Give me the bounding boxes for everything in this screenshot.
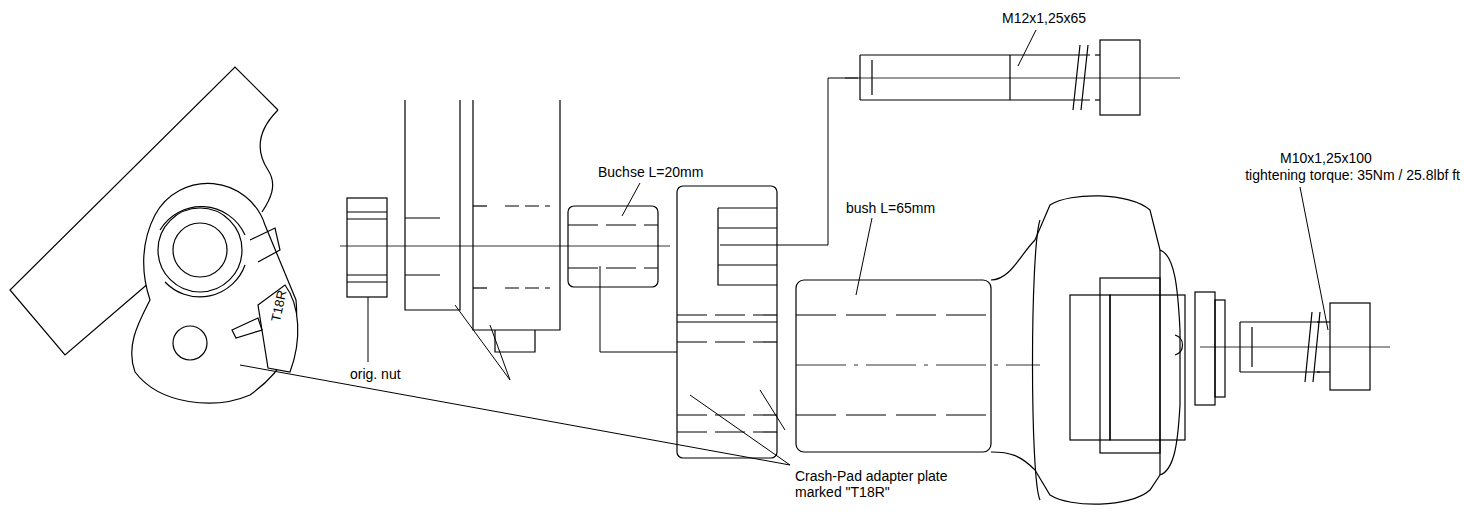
frame-plates-part <box>405 100 460 310</box>
washer-part <box>1215 300 1225 397</box>
frame-plates-part <box>505 287 550 288</box>
bracket-part <box>258 285 298 372</box>
nut-part <box>347 281 387 282</box>
bolt-m12-part <box>1081 45 1088 110</box>
washer-part <box>1195 292 1215 405</box>
leader-lines-part <box>240 365 790 465</box>
adapter-plate <box>600 186 777 458</box>
part-label: M10x1,25x100 <box>1280 150 1372 166</box>
short-bush-part <box>568 267 658 268</box>
part-label: orig. nut <box>350 366 401 382</box>
bolt-m10 <box>1200 303 1390 390</box>
adapter-plate-part <box>677 321 777 322</box>
nut <box>347 198 387 297</box>
long-bush-part <box>796 314 990 315</box>
crash-pad-part <box>1070 295 1110 440</box>
bolt-m10-part <box>1317 371 1330 372</box>
short-bush-part <box>568 224 658 225</box>
bracket-part <box>132 183 297 403</box>
bracket-part <box>260 110 278 212</box>
leader-lines-part <box>368 297 369 362</box>
crash-pad-part <box>1033 220 1041 500</box>
nut-part <box>347 274 387 275</box>
part-label: M12x1,25x65 <box>1002 10 1086 26</box>
crash-pad-part <box>1175 335 1183 355</box>
frame-plates-part <box>405 217 440 218</box>
bracket-part <box>158 208 242 292</box>
adapter-plate-part <box>677 314 777 315</box>
leader-lines-part <box>760 390 785 430</box>
adapter-plate-part <box>677 341 777 342</box>
leader-lines-part <box>622 183 640 216</box>
frame-plates-part <box>473 205 490 206</box>
bracket-part <box>232 318 262 338</box>
bracket-part <box>173 326 207 360</box>
crash-pad-part <box>1110 295 1185 440</box>
bolt-m12-part <box>1100 40 1140 115</box>
frame-plates-part <box>473 287 490 288</box>
bracket <box>10 67 298 403</box>
adapter-plate-part <box>600 266 677 352</box>
bolt-m10-part <box>1317 321 1330 322</box>
adapter-plate-part <box>718 208 777 285</box>
frame-plates <box>405 100 560 352</box>
adapter-plate-part <box>677 186 777 458</box>
center-line <box>340 246 670 247</box>
leader-lines-part <box>856 218 872 295</box>
frame-plates-part <box>473 100 560 330</box>
leader-lines-part <box>1300 187 1328 330</box>
long-bush-part <box>796 280 991 452</box>
adapter-plate-part <box>677 414 777 415</box>
leader-lines-part <box>690 395 790 465</box>
part-label: bush L=65mm <box>846 200 935 216</box>
bolt-m12-part <box>720 78 858 245</box>
leader-lines-part <box>455 305 510 380</box>
frame-plates-part <box>405 274 440 275</box>
adapter-plate-part <box>677 431 777 432</box>
part-label: Buchse L=20mm <box>598 164 703 180</box>
bolt-m10-part <box>1200 347 1390 348</box>
frame-plates-part <box>505 205 550 206</box>
leader-lines-part <box>1018 30 1036 66</box>
leader-lines-part <box>490 325 510 380</box>
bracket-part <box>160 207 245 235</box>
crash-pad-part <box>991 196 1180 504</box>
torque-note: tightening torque: 35Nm / 25.8lbf ft <box>1245 167 1460 183</box>
bolt-m12-part <box>1073 45 1080 110</box>
adapter-plate-part <box>718 227 777 228</box>
long-bush-part <box>796 365 1040 366</box>
bolt-m10-part <box>1330 303 1370 390</box>
bolt-m12 <box>720 40 1180 245</box>
short-bush-part <box>568 206 658 287</box>
frame-plates-part <box>495 330 535 352</box>
part-label: Crash-Pad adapter plate marked "T18R" <box>795 468 975 500</box>
bolt-m12-part <box>860 55 1090 100</box>
bolt-m12-part <box>845 78 1180 79</box>
crash-pad <box>991 196 1185 504</box>
nut-part <box>347 218 387 219</box>
leader-lines <box>240 30 1328 465</box>
bracket-part <box>250 228 280 262</box>
washer <box>1195 292 1225 405</box>
long-bush-part <box>796 414 990 415</box>
nut-part <box>347 211 387 212</box>
bolt-m12-part <box>1095 54 1100 55</box>
bolt-m12-part <box>871 60 872 95</box>
bolt-m12-part <box>1009 55 1010 100</box>
bracket-part <box>165 265 245 297</box>
short-bush <box>568 206 658 287</box>
bolt-m12-part <box>1095 99 1100 100</box>
long-bush <box>796 280 1040 452</box>
crash-pad-part <box>1100 278 1160 453</box>
adapter-plate-part <box>718 264 777 265</box>
bracket-part <box>173 223 227 277</box>
nut-part <box>347 198 387 297</box>
